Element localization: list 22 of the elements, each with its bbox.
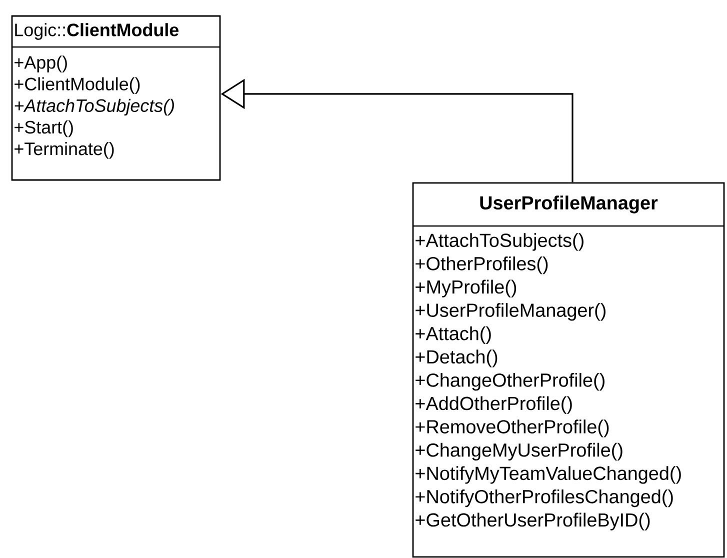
operation: +Detach() (416, 350, 498, 368)
class-name: UserProfileManager (480, 196, 658, 214)
operation: +AttachToSubjects() (14, 98, 174, 116)
operation: +NotifyMyTeamValueChanged() (416, 466, 681, 484)
operation: +GetOtherUserProfileByID() (416, 512, 650, 530)
operation: +AddOtherProfile() (416, 396, 572, 414)
class-box (11, 15, 221, 181)
operation: +MyProfile() (416, 280, 516, 298)
operation: +RemoveOtherProfile() (416, 420, 609, 438)
operation: +NotifyOtherProfilesChanged() (416, 489, 673, 508)
operation: +ChangeMyUserProfile() (416, 442, 622, 460)
operation: +Terminate() (14, 142, 114, 159)
operation: +Attach() (416, 326, 491, 344)
operation: +AttachToSubjects() (416, 233, 584, 251)
operation: +UserProfileManager() (416, 303, 606, 321)
class-name: Logic::ClientModule (15, 23, 178, 40)
class-box (412, 182, 725, 558)
operation: +Start() (14, 120, 73, 138)
operation: +ChangeOtherProfile() (416, 372, 604, 391)
operation: +OtherProfiles() (416, 256, 548, 274)
operation: +ClientModule() (14, 77, 140, 94)
operation: +App() (14, 56, 67, 72)
